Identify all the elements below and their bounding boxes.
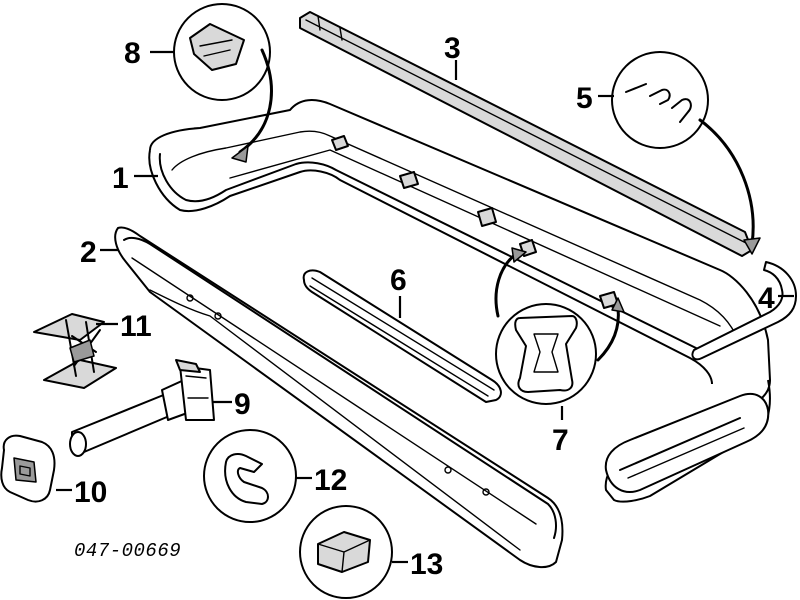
callout-4: 4 bbox=[758, 282, 775, 315]
part-number-label: 047-00669 bbox=[74, 540, 181, 562]
callout-12: 12 bbox=[314, 464, 347, 497]
callout-13: 13 bbox=[410, 548, 443, 581]
callout-9: 9 bbox=[234, 388, 251, 421]
callout-7: 7 bbox=[552, 424, 569, 457]
callout-8: 8 bbox=[124, 37, 141, 70]
callout-5: 5 bbox=[576, 82, 593, 115]
leader-lines bbox=[56, 50, 794, 564]
part-12-detail bbox=[203, 429, 297, 523]
callout-6: 6 bbox=[390, 264, 407, 297]
callout-10: 10 bbox=[74, 476, 107, 509]
part-9-shock-absorber bbox=[69, 359, 215, 457]
part-6-trim-strip bbox=[302, 269, 502, 403]
part-1-bumper-cover bbox=[148, 99, 771, 503]
part-5-detail bbox=[611, 51, 761, 255]
callout-labels: 8 1 2 3 5 4 6 7 11 9 10 12 13 bbox=[74, 32, 775, 581]
part-2-lower-bar bbox=[114, 226, 564, 568]
part-8-detail bbox=[173, 3, 273, 163]
part-13-detail bbox=[299, 505, 393, 599]
callout-3: 3 bbox=[444, 32, 461, 65]
callout-2: 2 bbox=[80, 236, 97, 269]
callout-11: 11 bbox=[120, 310, 152, 343]
part-10-buffer bbox=[0, 434, 56, 503]
callout-1: 1 bbox=[112, 162, 129, 195]
part-7-detail bbox=[494, 247, 625, 405]
part-4-end-strip bbox=[691, 261, 797, 361]
part-11-bracket bbox=[33, 313, 117, 389]
